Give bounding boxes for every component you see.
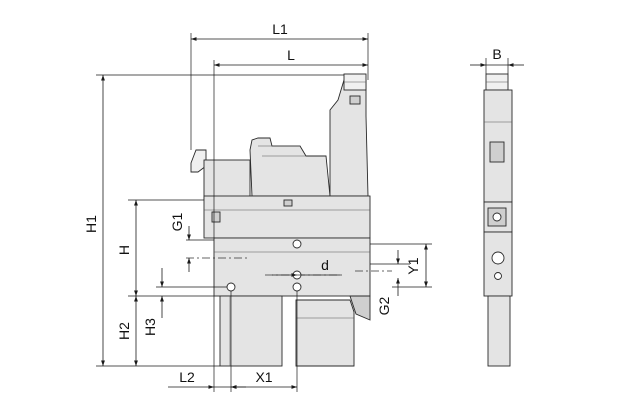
label-l: L (287, 47, 295, 63)
label-h2: H2 (116, 322, 132, 340)
label-d: d (321, 257, 329, 273)
side-window (489, 141, 505, 163)
front-view (186, 73, 392, 367)
label-h: H (116, 245, 132, 255)
small-slot (283, 199, 293, 207)
label-y1: Y1 (405, 257, 421, 274)
label-l1: L1 (272, 21, 288, 37)
side-silencer (487, 295, 511, 367)
upper-block-left (203, 159, 251, 201)
silencer-right (295, 299, 355, 367)
side-port (491, 251, 505, 265)
silencer-left (219, 295, 283, 367)
label-b: B (492, 46, 501, 62)
upper-block-mid (249, 137, 331, 197)
label-h3: H3 (142, 318, 158, 336)
label-g2: G2 (376, 296, 392, 315)
tall-column (329, 79, 369, 197)
port-circle-bottom (292, 282, 302, 292)
label-l2: L2 (179, 369, 195, 385)
side-port-small (494, 272, 502, 280)
right-wedge (349, 295, 371, 321)
port-g1-marker (211, 211, 221, 223)
column-window (349, 95, 361, 105)
side-screw (492, 212, 502, 222)
label-g1: G1 (169, 212, 185, 231)
upper-block-mid-edges (258, 145, 306, 157)
dimensions: L1 L B H1 H G1 H2 H3 (83, 21, 524, 392)
port-circle-left (226, 282, 236, 292)
label-h1: H1 (83, 215, 99, 233)
side-view (483, 73, 513, 367)
label-x1: X1 (255, 369, 272, 385)
ejector-body (213, 237, 371, 297)
port-circle-top (292, 239, 302, 249)
